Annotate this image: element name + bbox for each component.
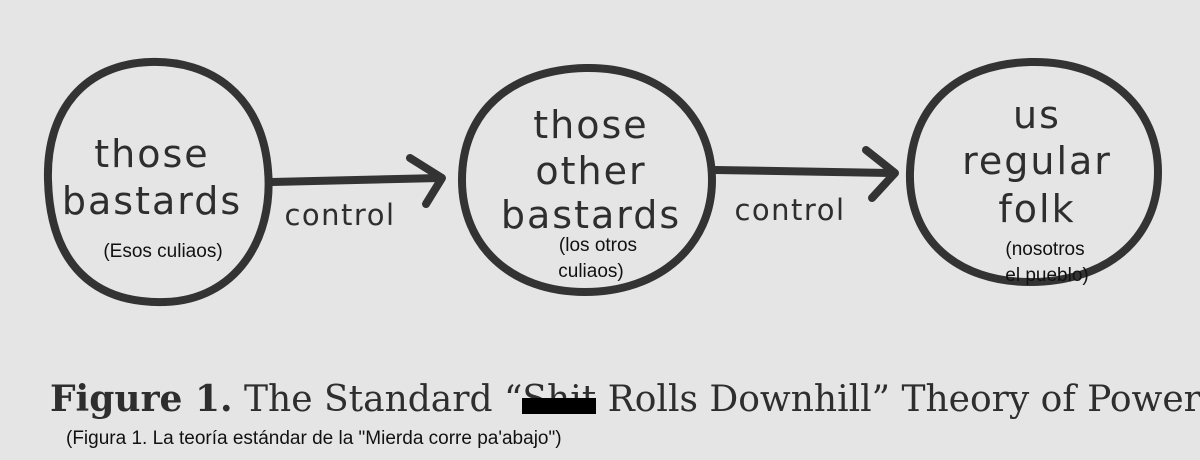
censored-word: Shit xyxy=(522,379,597,420)
arrow-2 xyxy=(711,146,899,202)
figure-label: Figure 1. xyxy=(50,378,233,420)
node-2-line-2: other xyxy=(535,149,646,193)
node-circle-2 xyxy=(457,63,717,297)
censor-bar xyxy=(522,398,597,414)
node-3-line-2: regular xyxy=(962,139,1112,183)
figure-caption: Figure 1. The Standard “Shit Rolls Downh… xyxy=(50,378,1200,420)
caption-text-before: The Standard “ xyxy=(244,379,523,420)
edge-2-label: control xyxy=(734,193,845,227)
node-3-line-1: us xyxy=(1013,93,1061,137)
node-circle-1 xyxy=(43,57,273,307)
power-diagram: those bastards (Esos culiaos) those othe… xyxy=(43,57,1163,307)
node-3-line-3: folk xyxy=(998,187,1075,231)
edge-1-label: control xyxy=(284,198,395,232)
node-1-line-1: those xyxy=(94,132,209,176)
node-1-subtitle: (Esos culiaos) xyxy=(103,241,222,262)
node-2-line-3: bastards xyxy=(501,193,681,237)
node-circle-3 xyxy=(905,57,1163,287)
node-2-subtitle-line-1: (los otros xyxy=(559,235,637,256)
arrow-1 xyxy=(268,154,446,208)
node-3-subtitle-line-1: (nosotros xyxy=(1005,239,1084,260)
node-2-line-1: those xyxy=(533,103,648,147)
caption-text-after: Rolls Downhill” Theory of Power xyxy=(596,379,1200,420)
node-1-line-2: bastards xyxy=(62,179,242,223)
caption-translation: (Figura 1. La teoría estándar de la "Mie… xyxy=(66,428,562,449)
node-2-subtitle-line-2: culiaos) xyxy=(558,261,623,282)
node-3-subtitle-line-2: el pueblo) xyxy=(1005,265,1088,286)
